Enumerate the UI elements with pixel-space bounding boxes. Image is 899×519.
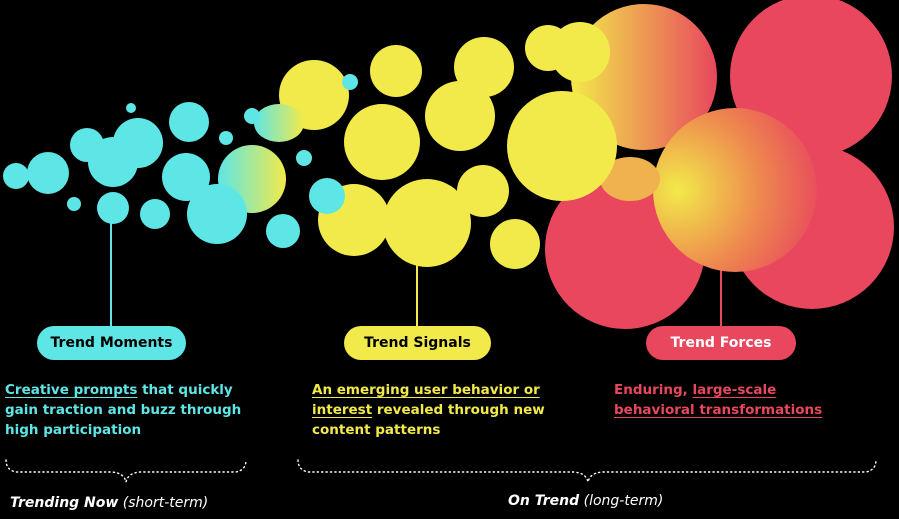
trend-signals-desc-text: revealed through new content patterns	[312, 402, 545, 438]
moments-bubble	[187, 184, 247, 244]
signals-bubble	[490, 219, 540, 269]
trend-forces-pill: Trend Forces	[646, 326, 796, 360]
signals-bubble-cluster	[218, 22, 617, 269]
moments-bubble	[126, 103, 136, 113]
moments-bubble	[67, 197, 81, 211]
signals-bubble	[254, 104, 304, 142]
trend-moments-label: Trend Moments	[50, 335, 173, 351]
signals-bubble	[425, 81, 495, 151]
moments-bubble	[113, 118, 163, 168]
forces-merge-blob	[600, 157, 660, 201]
trend-moments-desc-text: that quickly gain traction and buzz thro…	[5, 382, 242, 438]
moments-bubble	[219, 131, 233, 145]
short-term-note: (short-term)	[118, 495, 209, 511]
trend-signals-pill: Trend Signals	[344, 326, 491, 360]
long-term-brace	[297, 459, 877, 483]
moments-bubble	[296, 150, 312, 166]
moments-bubble	[97, 192, 129, 224]
signals-bubble	[507, 91, 617, 201]
trend-signals-description: An emerging user behavior or interest re…	[312, 380, 562, 440]
trend-moments-link[interactable]: Creative prompts	[5, 382, 138, 398]
long-term-note: (long-term)	[579, 493, 664, 509]
long-term-label: On Trend (long-term)	[508, 493, 663, 509]
trend-forces-label: Trend Forces	[670, 335, 772, 351]
signals-bubble	[370, 45, 422, 97]
trend-forces-description: Enduring, large-scale behavioral transfo…	[614, 380, 844, 420]
long-term-title: On Trend	[508, 493, 580, 509]
moments-bubble	[162, 153, 210, 201]
short-term-label: Trending Now (short-term)	[10, 495, 208, 511]
trend-forces-desc-text: Enduring,	[614, 382, 693, 398]
signals-bubble	[454, 37, 514, 97]
forces-bubble	[653, 108, 817, 272]
short-term-brace	[5, 459, 247, 483]
signals-bubble	[383, 179, 471, 267]
moments-bubble	[244, 108, 260, 124]
moments-bubble	[169, 102, 209, 142]
signals-bubble	[550, 22, 610, 82]
trend-forces-link[interactable]: large-scale behavioral transformations	[614, 382, 823, 418]
moments-bubble	[309, 178, 345, 214]
moments-bubble	[27, 152, 69, 194]
signals-bubble	[457, 165, 509, 217]
moments-bubble	[140, 199, 170, 229]
moments-bubble-cluster	[3, 74, 358, 248]
trend-moments-pill: Trend Moments	[37, 326, 186, 360]
moments-bubble	[3, 163, 29, 189]
trend-signals-label: Trend Signals	[364, 335, 471, 351]
short-term-title: Trending Now	[10, 495, 119, 511]
trend-signals-link[interactable]: An emerging user behavior or interest	[312, 382, 540, 418]
trend-moments-description: Creative prompts that quickly gain tract…	[5, 380, 253, 440]
signals-bubble	[344, 104, 420, 180]
moments-bubble	[342, 74, 358, 90]
moments-bubble	[266, 214, 300, 248]
